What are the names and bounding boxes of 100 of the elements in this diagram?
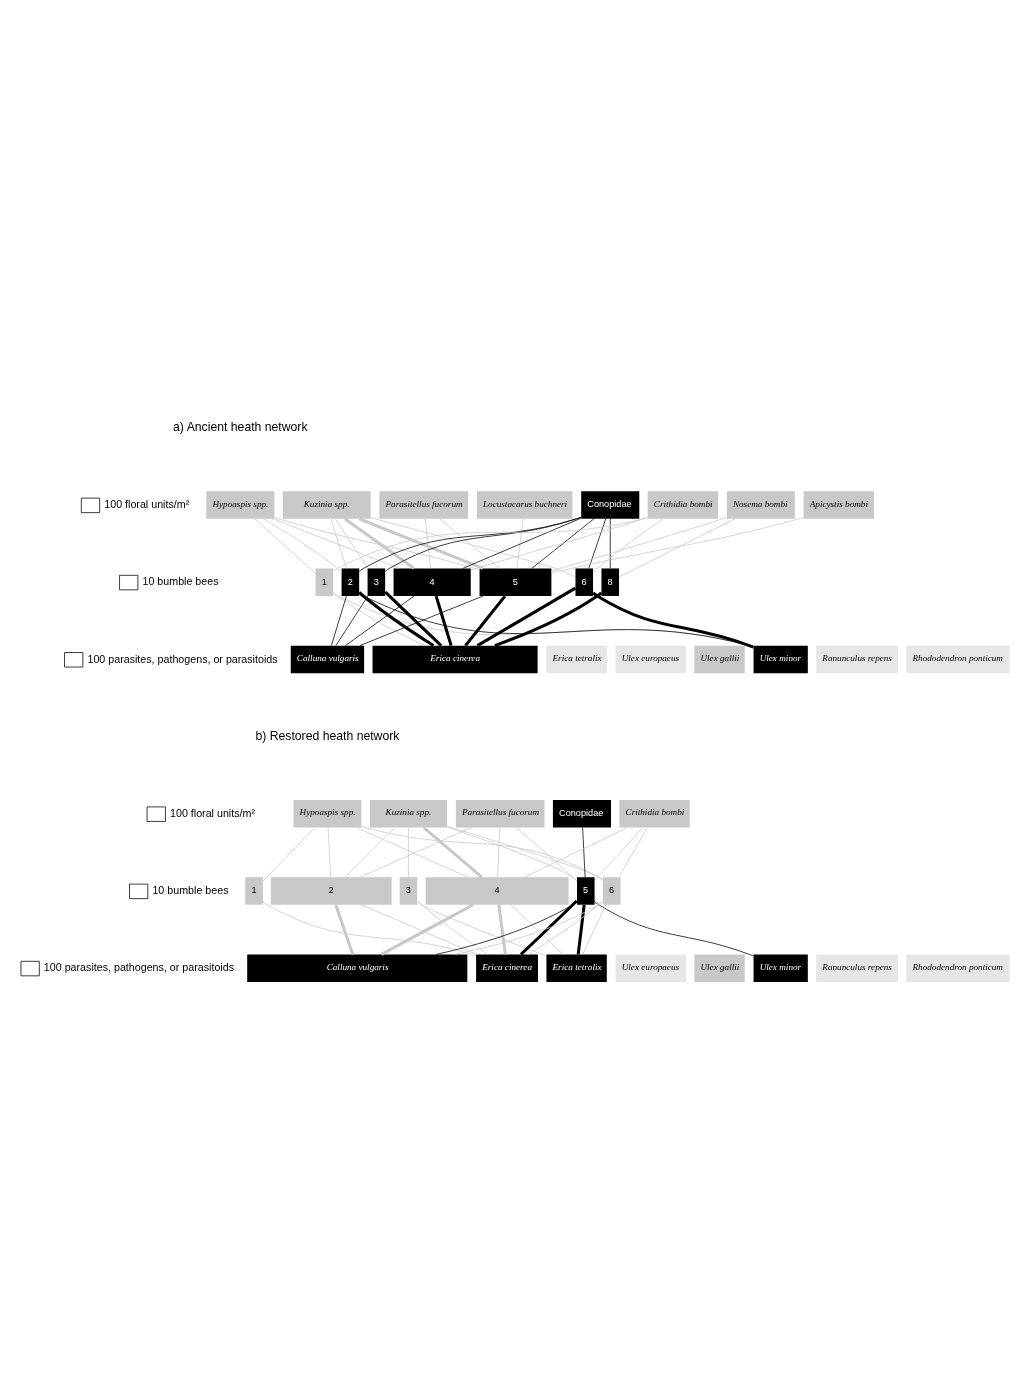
connector	[262, 900, 477, 956]
connector	[516, 518, 524, 569]
connector	[332, 516, 649, 572]
legend-label: 100 parasites, pathogens, or parasitoids	[87, 652, 278, 665]
connector	[464, 594, 507, 647]
node-box: 5	[479, 567, 552, 596]
connector	[510, 904, 564, 955]
connector	[274, 516, 480, 570]
connector	[551, 516, 804, 573]
connector	[370, 516, 576, 577]
node-box: Parasitellus fucorum	[379, 490, 469, 519]
connector	[582, 826, 586, 878]
node-box: Erica cinerea	[476, 953, 538, 982]
connector	[384, 590, 443, 647]
node-box: Ulex europaeus	[615, 953, 686, 982]
legend-label: 100 parasites, pathogens, or parasitoids	[43, 960, 235, 973]
node-box: Ulex minor	[753, 645, 808, 673]
connector	[262, 826, 316, 881]
connector	[462, 517, 582, 569]
node-box: Ulex gallii	[694, 953, 745, 982]
connector	[435, 900, 578, 955]
legend-label: 10 bumble bees	[152, 883, 229, 896]
node-box: Rhododendron ponticum	[906, 645, 1010, 673]
node-box: Ulex europaeus	[615, 645, 686, 673]
connector	[528, 900, 604, 955]
node-box: Erica tetralix	[546, 645, 607, 673]
connector	[331, 595, 347, 646]
node-box: 2	[341, 567, 360, 596]
connector	[515, 826, 578, 881]
connector	[272, 517, 400, 569]
connector	[594, 900, 754, 956]
node-box: Erica tetralix	[546, 953, 607, 982]
node-box: Conopidae	[552, 799, 611, 828]
connector	[345, 595, 415, 646]
node-box: 1	[315, 567, 334, 596]
connector	[476, 586, 577, 647]
node-box: Erica cinerea	[372, 645, 538, 673]
connector	[453, 900, 604, 955]
connector	[618, 517, 736, 577]
label: b) Restored heath network	[255, 728, 400, 742]
node-box: Hypoaspis spp.	[293, 799, 362, 828]
legend-label: 100 floral units/m²	[104, 497, 190, 510]
connector	[618, 826, 648, 878]
connector	[408, 826, 409, 878]
connector	[333, 591, 426, 646]
connector	[330, 518, 347, 569]
node-box: Ulex gallii	[694, 645, 745, 673]
connector	[446, 826, 578, 881]
connector	[358, 516, 484, 570]
connector	[254, 518, 316, 574]
node-box: 4	[393, 567, 471, 596]
connector	[424, 518, 432, 569]
node-box: Crithidia bombi	[619, 799, 690, 828]
connector	[497, 826, 501, 878]
connector	[576, 904, 586, 955]
connector	[524, 826, 628, 877]
node-box: 8	[601, 567, 620, 596]
connector	[361, 903, 478, 955]
node-box: Hypoaspis spp.	[206, 490, 275, 519]
connector	[380, 902, 474, 956]
node-box: 2	[270, 876, 392, 905]
connector	[417, 900, 547, 956]
node-box: Calluna vulgaris	[290, 645, 365, 673]
connector	[434, 595, 453, 646]
connector	[335, 595, 369, 646]
connector	[361, 825, 604, 880]
connector	[439, 517, 500, 569]
legend-label: 10 bumble bees	[142, 574, 219, 587]
connector	[359, 595, 484, 646]
node-box: Kuzinia spp.	[282, 490, 371, 519]
node-box: Ranunculus repens	[816, 645, 898, 673]
connector	[343, 517, 415, 570]
connector	[519, 899, 578, 955]
connector	[422, 825, 483, 878]
connector	[263, 517, 342, 572]
node-box: Locustacarus buchneri	[476, 490, 573, 519]
node-box: Nosema bombi	[726, 490, 795, 519]
node-box: 6	[575, 567, 594, 596]
connector	[446, 825, 604, 881]
connector	[334, 518, 369, 569]
node-box: Ulex minor	[753, 953, 808, 982]
connector	[470, 516, 648, 570]
node-box: Kuzinia spp.	[369, 799, 448, 828]
connector	[494, 591, 603, 647]
node-box: Ranunculus repens	[816, 953, 898, 982]
node-box: Parasitellus fucorum	[455, 799, 545, 828]
connector	[551, 516, 728, 571]
connector	[609, 518, 611, 569]
node-box: 1	[245, 876, 263, 905]
node-box: Crithidia bombi	[647, 490, 718, 519]
label: a) Ancient heath network	[173, 419, 308, 434]
node-box: Apicystis bombi	[803, 490, 874, 519]
connector	[594, 826, 643, 881]
node-box: 6	[603, 876, 621, 905]
connector	[327, 826, 331, 878]
connector	[344, 826, 396, 878]
node-box: 3	[367, 567, 386, 596]
connector	[417, 900, 488, 955]
node-box: 3	[399, 876, 418, 905]
connector	[334, 903, 355, 955]
